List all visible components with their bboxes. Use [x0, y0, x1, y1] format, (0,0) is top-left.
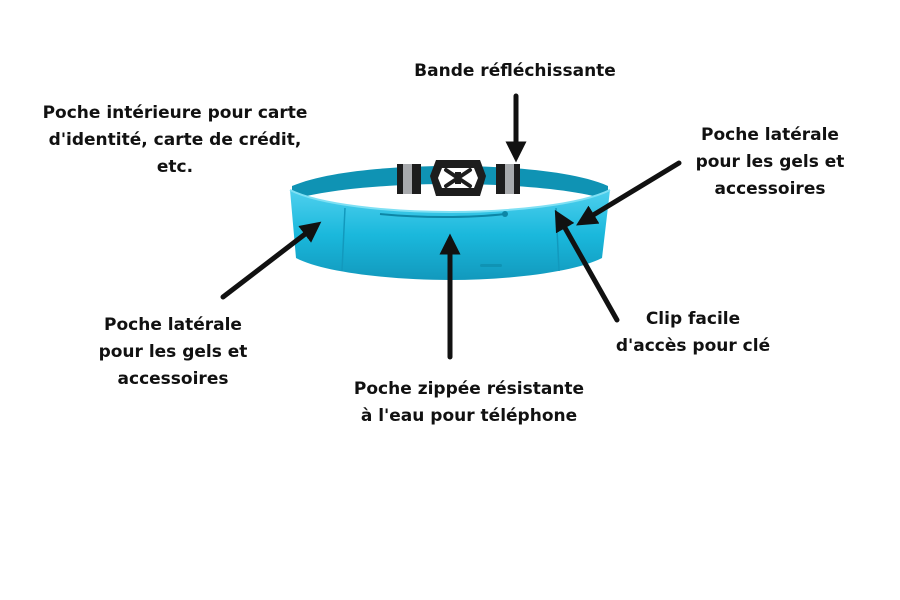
label-line: Clip facile — [645, 309, 741, 329]
label-line: pour les gels et — [695, 152, 845, 172]
label-line: d'identité, carte de crédit, — [48, 130, 302, 150]
zipper-pull — [502, 211, 508, 217]
label-line: Bande réfléchissante — [414, 61, 616, 81]
callout-arrows — [220, 93, 682, 360]
belt-rim — [289, 189, 611, 214]
arrow-clip — [554, 209, 620, 323]
label-line: Poche zippée résistante — [353, 379, 585, 399]
buckle-icon — [430, 160, 486, 196]
label-line: d'accès pour clé — [615, 336, 771, 356]
label-poche-laterale-gauche: Poche latérale pour les gels et accessoi… — [76, 312, 270, 393]
label-line: etc. — [156, 157, 194, 177]
left-pocket-seam — [341, 207, 346, 272]
label-clip-facile: Clip facile d'accès pour clé — [595, 306, 791, 360]
label-line: accessoires — [117, 369, 229, 389]
logo-mark — [480, 264, 502, 267]
zipper-line — [379, 213, 506, 218]
label-poche-zippee: Poche zippée résistante à l'eau pour tél… — [334, 376, 604, 430]
label-line: Poche intérieure pour carte — [42, 103, 308, 123]
reflective-band-left — [403, 164, 412, 194]
label-line: à l'eau pour téléphone — [360, 406, 578, 426]
arrow-poche-laterale-droite — [576, 160, 682, 226]
label-poche-laterale-droite: Poche latérale pour les gels et accessoi… — [673, 122, 867, 203]
label-line: Poche latérale — [701, 125, 839, 145]
label-line: accessoires — [714, 179, 826, 199]
reflective-band-right — [505, 164, 514, 194]
label-poche-interieure: Poche intérieure pour carte d'identité, … — [22, 100, 328, 181]
arrow-poche-laterale-gauche — [220, 221, 322, 300]
label-line: pour les gels et — [98, 342, 248, 362]
label-bande-reflechissante: Bande réfléchissante — [395, 58, 635, 85]
label-line: Poche latérale — [104, 315, 242, 335]
